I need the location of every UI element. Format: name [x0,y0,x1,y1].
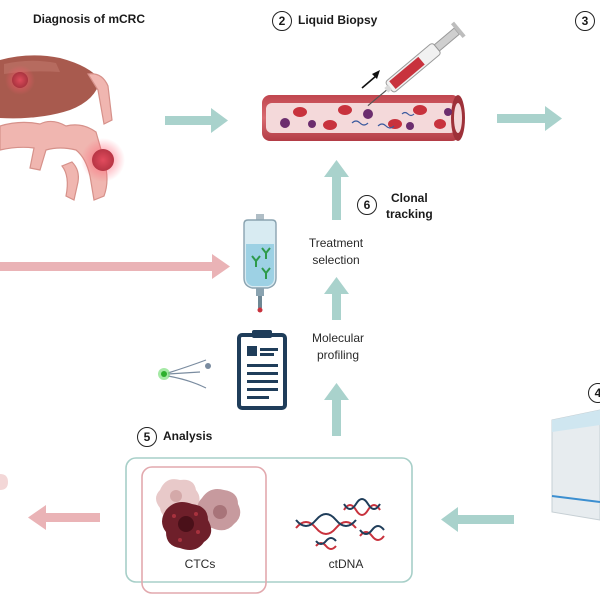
arrow-profiling-up [324,277,349,320]
molecular-line1: Molecular [311,331,365,345]
clonal-title-line2: tracking [386,207,433,221]
molecular-profiling-label: Molecular profiling [302,330,374,364]
arrow-biopsy-to-step3 [497,106,562,131]
draw-arrow [361,70,380,89]
sequencer-instrument-illustration [551,409,600,521]
arrow-to-treatment [0,254,230,279]
step-5-number: 5 [137,427,157,447]
ctc-cells-illustration [156,479,241,550]
arrow-instrument-to-analysis [441,507,514,532]
diagnosis-title: Diagnosis of mCRC [33,12,146,26]
ctdna-illustration [295,498,385,550]
step-3-number: 3 [575,11,595,31]
step-2-number: 2 [272,11,292,31]
analysis-box [125,457,413,583]
treatment-selection-label: Treatment selection [300,235,372,269]
step-6-number: 6 [357,195,377,215]
ctc-highlight-box [141,466,267,594]
molecular-line2: profiling [316,348,360,362]
colon-liver-illustration [0,55,125,201]
arrow-clonal-up [324,160,349,220]
clonal-title-line1: Clonal [391,191,428,205]
ctcs-label: CTCs [184,557,216,571]
step-4-number: 4 [588,383,600,403]
liquid-biopsy-title: Liquid Biopsy [298,13,378,27]
treatment-line2: selection [312,253,360,267]
partial-left-illustration [0,474,8,490]
ctdna-label: ctDNA [328,557,364,571]
blood-vessel-illustration [262,95,465,141]
analysis-title: Analysis [163,429,213,443]
clonal-tracking-title: Clonal tracking [386,190,433,222]
syringe-illustration [367,21,466,107]
arrow-analysis-out [28,505,100,530]
arrow-diagnosis-to-biopsy [165,108,228,133]
arrow-analysis-up [324,383,349,436]
treatment-line1: Treatment [308,236,364,250]
iv-bag-illustration [243,214,277,313]
report-clipboard-icon [237,330,287,410]
probe-illustration [158,359,211,389]
